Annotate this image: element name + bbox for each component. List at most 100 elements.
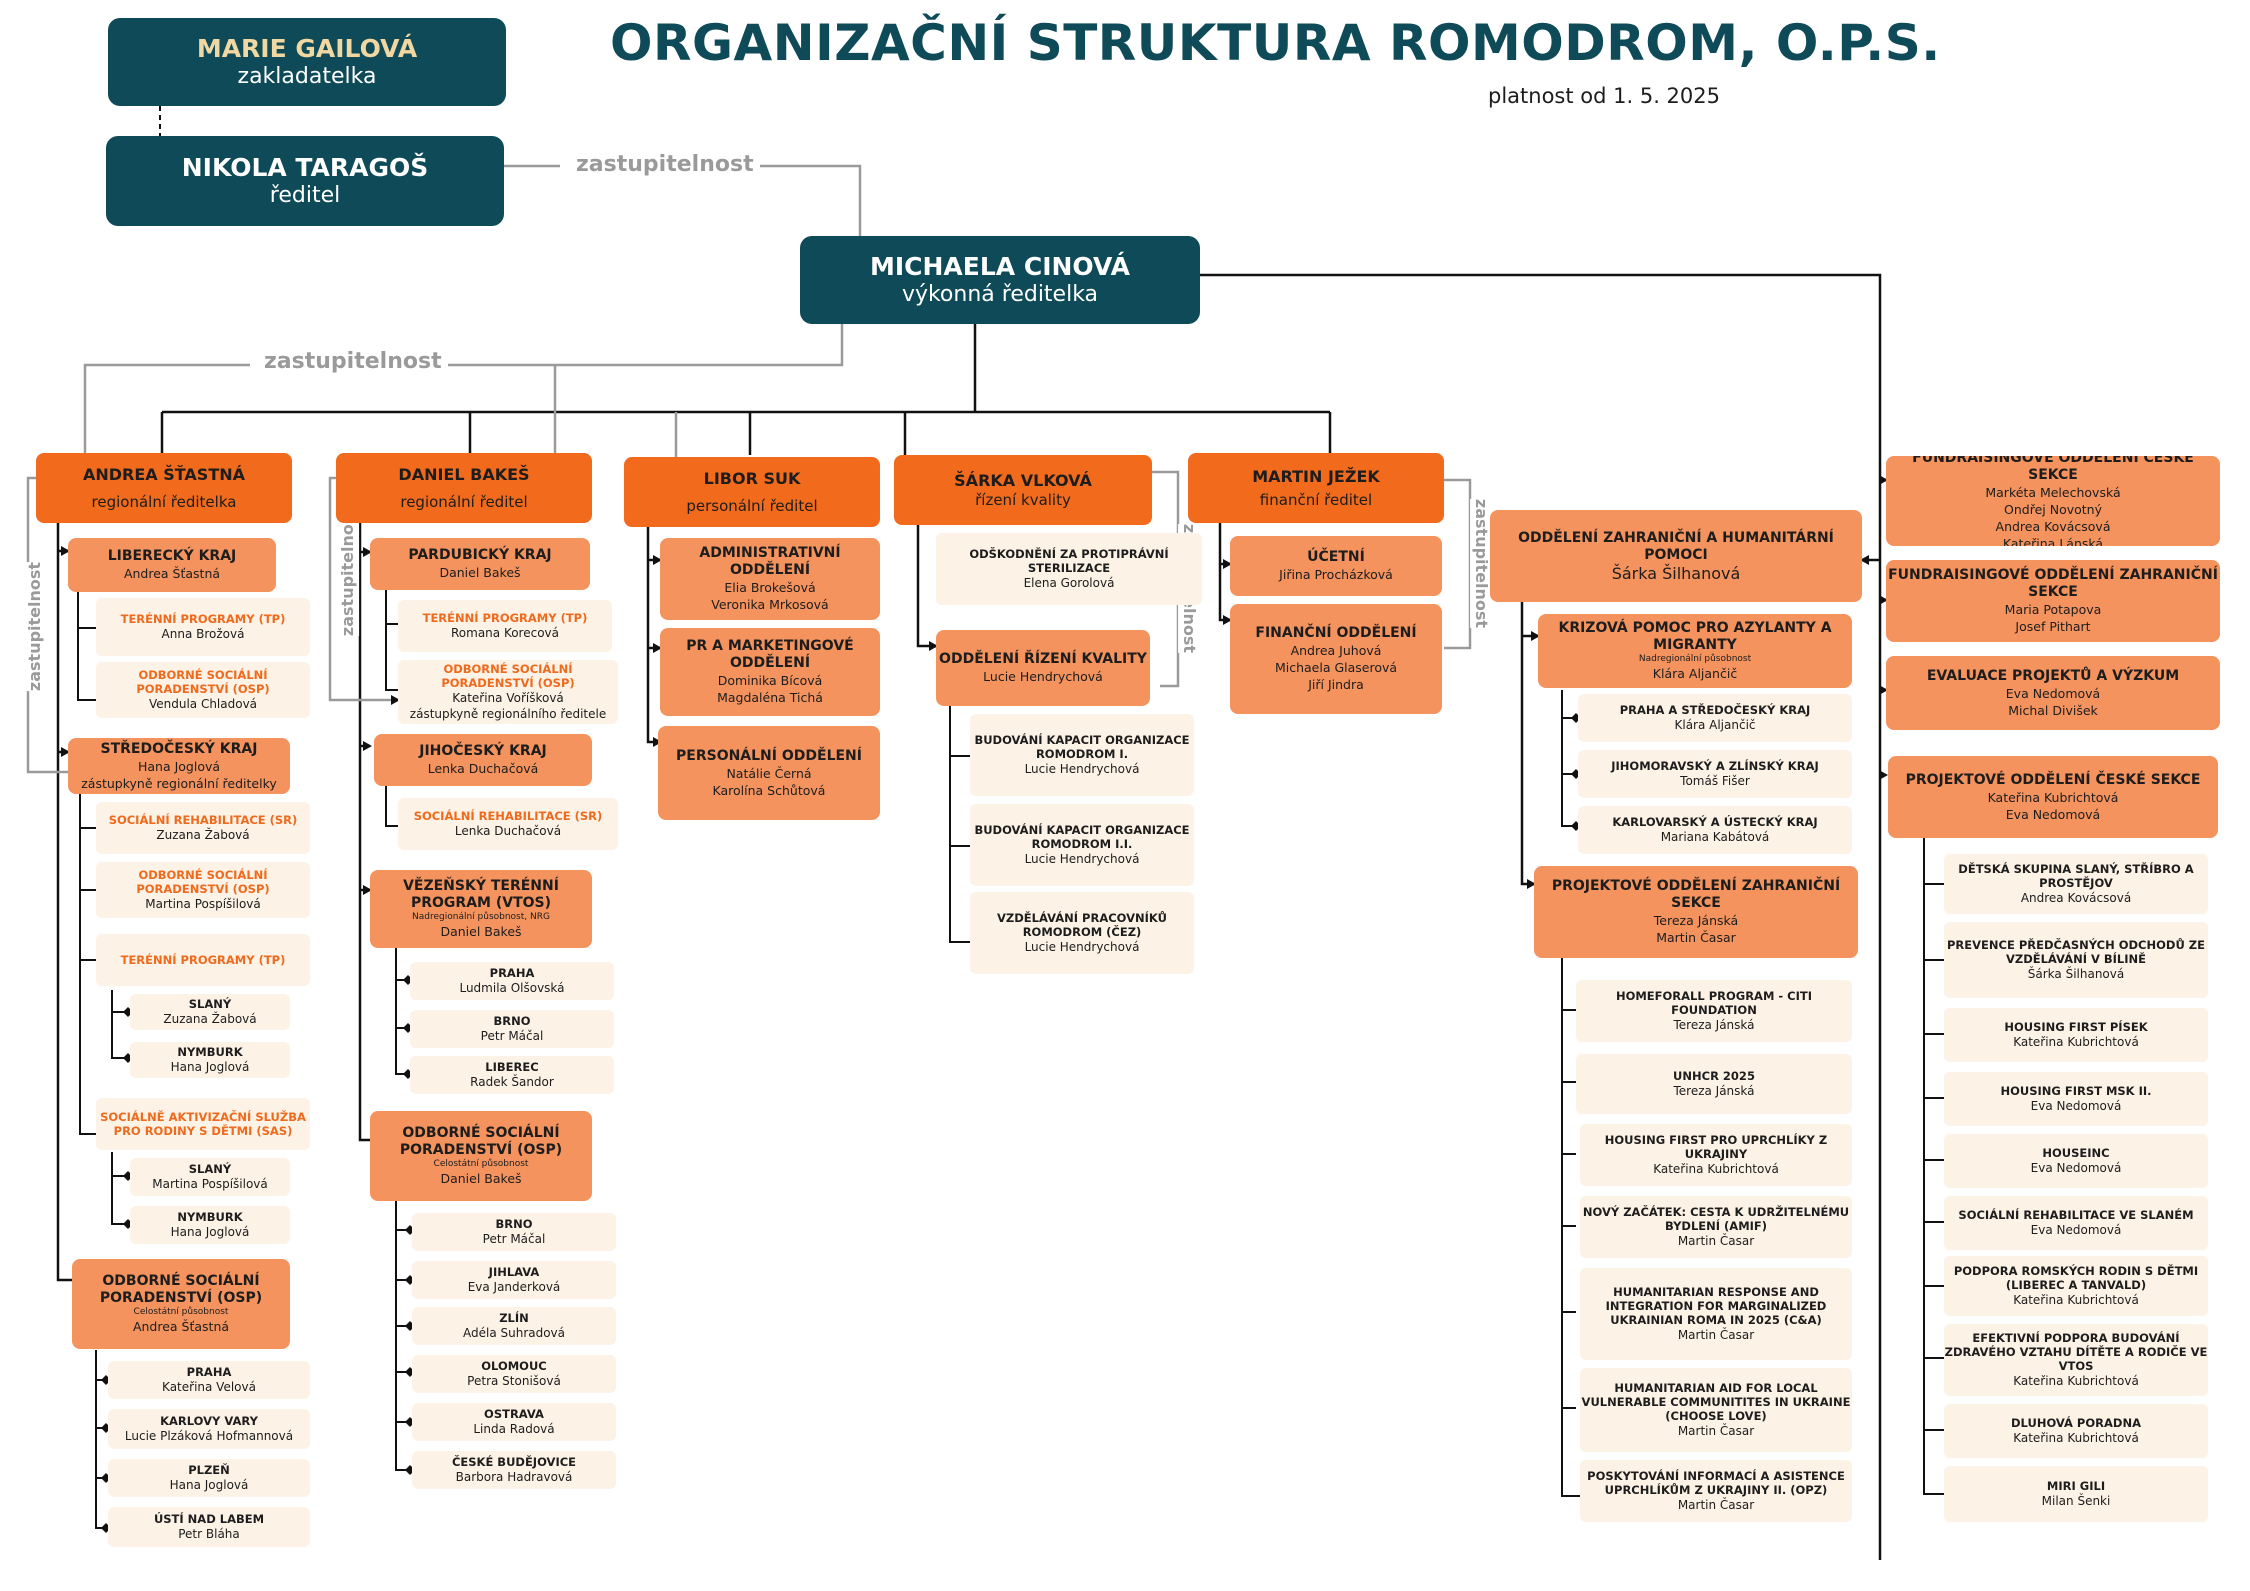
col2-item-1[interactable]: TERÉNNÍ PROGRAMY (TP)Romana Korecová xyxy=(398,600,612,652)
arrow-head-icon xyxy=(1860,555,1869,565)
arrow-head-icon xyxy=(1879,595,1888,605)
head-libor-suk-role: personální ředitel xyxy=(686,496,818,515)
col1-item-4[interactable]: SOCIÁLNÍ REHABILITACE (SR)Zuzana Žabová xyxy=(96,802,310,854)
col7-item-7[interactable]: HOUSING FIRST MSK II.Eva Nedomová xyxy=(1944,1072,2208,1126)
col6-item-8[interactable]: NOVÝ ZAČÁTEK: CESTA K UDRŽITELNÉMU BYDLE… xyxy=(1580,1196,1852,1258)
col7-item-11[interactable]: EFEKTIVNÍ PODPORA BUDOVÁNÍ ZDRAVÉHO VZTA… xyxy=(1944,1324,2208,1396)
zastupitelnost-label-mid: zastupitelnost xyxy=(258,349,448,374)
col6-item-9[interactable]: HUMANITARIAN RESPONSE AND INTEGRATION FO… xyxy=(1580,1268,1852,1360)
col1-item-11-title: NYMBURK xyxy=(177,1210,243,1224)
col1-item-9[interactable]: SOCIÁLNĚ AKTIVIZAČNÍ SLUŽBA PRO RODINY S… xyxy=(96,1098,310,1150)
col6-item-8-title: NOVÝ ZAČÁTEK: CESTA K UDRŽITELNÉMU BYDLE… xyxy=(1582,1205,1850,1233)
col5-item-0-title: ÚČETNÍ xyxy=(1307,549,1365,565)
col7-item-11-person: Kateřina Kubrichtová xyxy=(2013,1374,2139,1388)
col1-item-5[interactable]: ODBORNÉ SOCIÁLNÍ PORADENSTVÍ (OSP)Martin… xyxy=(96,862,310,918)
col7-item-4[interactable]: DĚTSKÁ SKUPINA SLANÝ, STŘÍBRO A PROSTĚJO… xyxy=(1944,854,2208,914)
col2-item-4[interactable]: SOCIÁLNÍ REHABILITACE (SR)Lenka Duchačov… xyxy=(398,798,618,850)
col6-item-4-title: PROJEKTOVÉ ODDĚLENÍ ZAHRANIČNÍ SEKCE xyxy=(1551,878,1841,911)
col7-item-1[interactable]: FUNDRAISINGOVÉ ODDĚLENÍ ZAHRANIČNÍ SEKCE… xyxy=(1886,560,2220,642)
executive-director-box-role: výkonná ředitelka xyxy=(901,281,1099,307)
col2-item-3-person: Lenka Duchačová xyxy=(427,761,539,776)
col2-item-5[interactable]: VĚZEŇSKÝ TERÉNNÍ PROGRAM (VTOS)Nadregion… xyxy=(370,870,592,948)
col2-item-1-title: TERÉNNÍ PROGRAMY (TP) xyxy=(422,611,588,625)
col6-item-11[interactable]: POSKYTOVÁNÍ INFORMACÍ A ASISTENCE UPRCHL… xyxy=(1580,1460,1852,1522)
connector-line xyxy=(1561,690,1578,827)
col1-item-7-person: Zuzana Žabová xyxy=(163,1012,257,1026)
col2-item-9[interactable]: ODBORNÉ SOCIÁLNÍ PORADENSTVÍ (OSP)Celost… xyxy=(370,1111,592,1201)
col4-item-2[interactable]: BUDOVÁNÍ KAPACIT ORGANIZACE ROMODROM I.L… xyxy=(970,714,1194,796)
col7-item-12-title: DLUHOVÁ PORADNA xyxy=(2011,1416,2141,1430)
col2-item-1-person: Romana Korecová xyxy=(450,626,560,640)
col1-item-3-title: STŘEDOČESKÝ KRAJ xyxy=(100,740,258,757)
col5-item-1-person: Michaela Glaserová xyxy=(1274,660,1398,675)
col7-item-5[interactable]: PREVENCE PŘEDČASNÝCH ODCHODŮ ZE VZDĚLÁVÁ… xyxy=(1944,922,2208,998)
col1-item-6[interactable]: TERÉNNÍ PROGRAMY (TP) xyxy=(96,934,310,986)
col1-item-12[interactable]: ODBORNÉ SOCIÁLNÍ PORADENSTVÍ (OSP)Celost… xyxy=(72,1259,290,1349)
col4-item-3[interactable]: BUDOVÁNÍ KAPACIT ORGANIZACE ROMODROM I.I… xyxy=(970,804,1194,886)
arrow-head-icon xyxy=(363,547,372,557)
col7-item-0-person: Kateřina Lánská xyxy=(2002,536,2104,546)
col2-item-10-title: BRNO xyxy=(495,1217,533,1231)
col6-item-10[interactable]: HUMANITARIAN AID FOR LOCAL VULNERABLE CO… xyxy=(1580,1368,1852,1452)
col4-item-4[interactable]: VZDĚLÁVÁNÍ PRACOVNÍKŮ ROMODROM (ČEZ)Luci… xyxy=(970,892,1194,974)
col1-item-2[interactable]: ODBORNÉ SOCIÁLNÍ PORADENSTVÍ (OSP)Vendul… xyxy=(96,662,310,718)
col2-item-2[interactable]: ODBORNÉ SOCIÁLNÍ PORADENSTVÍ (OSP)Kateři… xyxy=(398,660,618,724)
col7-item-7-person: Eva Nedomová xyxy=(2030,1099,2122,1113)
dept-foreign-humanitarian[interactable]: ODDĚLENÍ ZAHRANIČNÍ A HUMANITÁRNÍ POMOCI… xyxy=(1490,510,1862,602)
col1-item-1[interactable]: TERÉNNÍ PROGRAMY (TP)Anna Brožová xyxy=(96,598,310,656)
col7-item-10[interactable]: PODPORA ROMSKÝCH RODIN S DĚTMI (LIBEREC … xyxy=(1944,1256,2208,1316)
